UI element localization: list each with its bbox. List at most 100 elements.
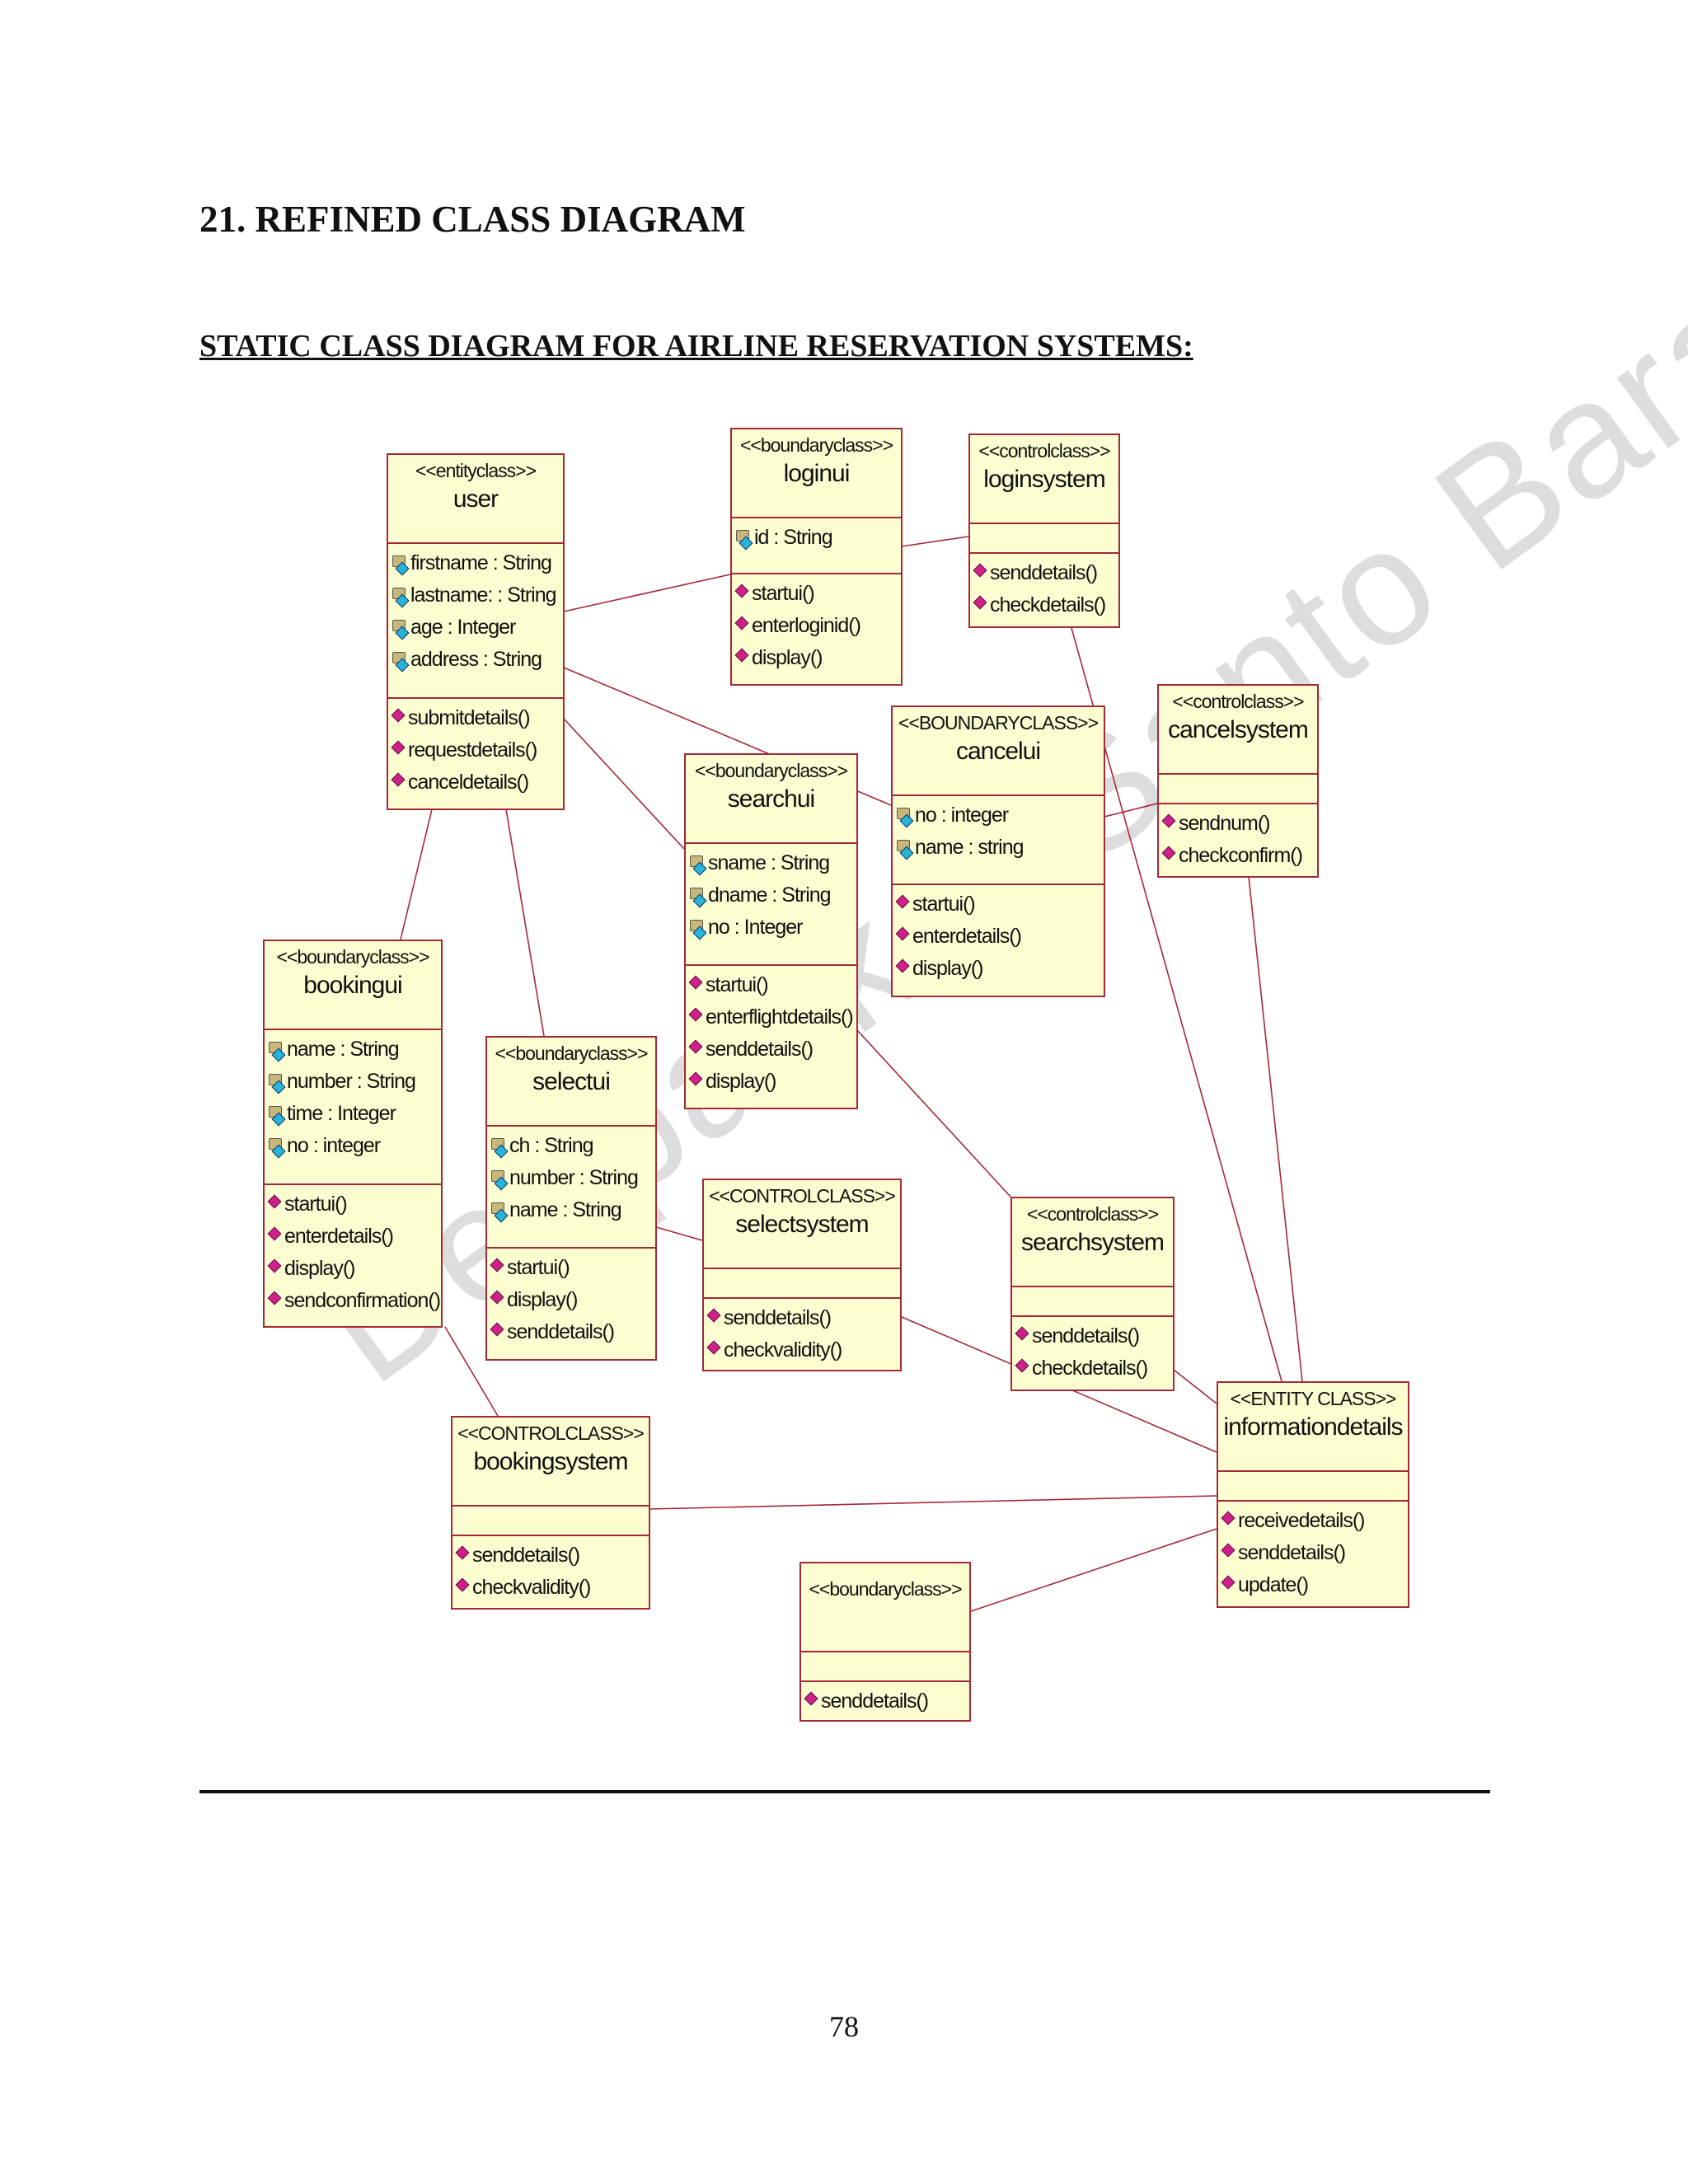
class-stereotype: <<controlclass>> [1172, 691, 1304, 712]
operation: startui() [267, 1188, 438, 1221]
attribute: no : Integer [689, 912, 853, 944]
attributes-section: name : String number : String time : Int… [265, 1030, 441, 1185]
operation: sendconfirmation() [267, 1285, 441, 1317]
public-operation-icon [895, 894, 910, 908]
operations-section: senddetails() checkdetails() [970, 554, 1118, 625]
class-stereotype: <<boundaryclass>> [739, 434, 893, 456]
class-name: cancelsystem [1168, 716, 1309, 743]
assoc-user-loginui [563, 574, 731, 612]
attribute: name : string [896, 832, 1100, 864]
operation: senddetails() [490, 1316, 652, 1348]
operation: checkvalidity() [455, 1572, 645, 1604]
attribute: time : Integer [268, 1098, 438, 1130]
class-user: <<entityclass>> user firstname : String … [387, 453, 565, 810]
public-operation-icon [1221, 1511, 1236, 1525]
public-operation-icon [734, 648, 749, 662]
operation: senddetails() [973, 557, 1115, 589]
class-stereotype: <<controlclass>> [978, 440, 1110, 462]
operation: senddetails() [455, 1540, 645, 1572]
assoc-loginsystem-informationdetails [1071, 627, 1282, 1382]
attribute: age : Integer [392, 612, 560, 644]
class-unnamed-boundary: <<boundaryclass>> senddetails() [799, 1562, 971, 1722]
attribute: name : String [490, 1194, 652, 1226]
operation: startui() [688, 969, 853, 1001]
class-name: bookingui [303, 972, 402, 999]
public-operation-icon [1015, 1358, 1029, 1372]
class-searchsystem: <<controlclass>> searchsystem senddetail… [1010, 1197, 1175, 1391]
class-stereotype: <<BOUNDARYCLASS>> [898, 712, 1099, 733]
private-attribute-icon [735, 528, 753, 550]
operation: requestdetails() [391, 734, 560, 766]
assoc-user-selectui [505, 808, 545, 1037]
public-operation-icon [973, 595, 987, 609]
class-name: informationdetails [1223, 1413, 1403, 1441]
operations-section: senddetails() checkvalidity() [704, 1299, 900, 1370]
private-attribute-icon [490, 1169, 509, 1190]
operation: startui() [895, 888, 1100, 921]
class-stereotype: <<boundaryclass>> [276, 946, 429, 968]
public-operation-icon [688, 1039, 703, 1053]
public-operation-icon [267, 1194, 282, 1208]
operation: sendnum() [1161, 808, 1314, 840]
private-attribute-icon [268, 1137, 286, 1158]
attributes-section [1159, 775, 1317, 804]
operations-section: startui() enterdetails() display() sendc… [265, 1185, 441, 1320]
operation: checkdetails() [973, 589, 1115, 621]
operation: display() [734, 642, 898, 674]
operation: enterloginid() [734, 610, 898, 642]
assoc-searchui-searchsystem [856, 1029, 1011, 1197]
public-operation-icon [734, 583, 749, 598]
public-operation-icon [267, 1258, 282, 1272]
attributes-section [1218, 1472, 1408, 1502]
public-operation-icon [455, 1577, 470, 1591]
attributes-section [801, 1652, 969, 1682]
operations-section: receivedetails() senddetails() update() [1218, 1502, 1408, 1605]
private-attribute-icon [689, 918, 707, 940]
operation: senddetails() [804, 1685, 966, 1718]
private-attribute-icon [490, 1137, 509, 1158]
operation: checkdetails() [1015, 1352, 1170, 1385]
attribute: number : String [490, 1162, 652, 1194]
class-name: user [452, 485, 499, 513]
public-operation-icon [706, 1308, 721, 1322]
attribute: firstname : String [392, 547, 560, 579]
attributes-section [704, 1269, 900, 1299]
private-attribute-icon [392, 650, 410, 672]
attribute: number : String [268, 1066, 438, 1098]
private-attribute-icon [268, 1072, 286, 1094]
class-name: searchsystem [1020, 1229, 1165, 1256]
public-operation-icon [490, 1290, 504, 1304]
attributes-section: sname : String dname : String no : Integ… [686, 844, 856, 966]
public-operation-icon [1221, 1575, 1236, 1589]
public-operation-icon [973, 563, 987, 577]
class-name: selectui [532, 1068, 611, 1095]
public-operation-icon [391, 740, 406, 754]
class-cancelsystem: <<controlclass>> cancelsystem sendnum() … [1157, 684, 1319, 878]
class-searchui: <<boundaryclass>> searchui sname : Strin… [684, 753, 858, 1109]
public-operation-icon [267, 1226, 282, 1240]
public-operation-icon [688, 975, 703, 989]
attribute: dname : String [689, 879, 853, 912]
class-name: searchui [727, 785, 815, 813]
public-operation-icon [706, 1340, 721, 1354]
class-name: cancelui [955, 738, 1041, 765]
operation: senddetails() [688, 1033, 853, 1066]
operations-section: startui() enterdetails() display() [893, 885, 1104, 988]
operations-section: submitdetails() requestdetails() canceld… [388, 699, 563, 802]
page-title: 21. REFINED CLASS DIAGRAM [199, 199, 746, 240]
public-operation-icon [895, 958, 910, 972]
assoc-bookingsystem-informationdetails [649, 1495, 1217, 1510]
class-loginui: <<boundaryclass>> loginui id : String st… [730, 428, 903, 686]
footer-divider [199, 1790, 1490, 1793]
private-attribute-icon [689, 886, 707, 907]
attributes-section: ch : String number : String name : Strin… [487, 1127, 655, 1249]
attribute: no : integer [896, 799, 1100, 832]
attributes-section: id : String [732, 518, 901, 574]
operations-section: startui() enterflightdetails() senddetai… [686, 966, 856, 1101]
class-name: loginui [783, 460, 851, 487]
class-name: selectsystem [735, 1211, 869, 1238]
operations-section: senddetails() checkdetails() [1012, 1317, 1173, 1388]
attribute: no : integer [268, 1130, 438, 1162]
attribute: sname : String [689, 847, 853, 879]
class-stereotype: <<CONTROLCLASS>> [457, 1422, 645, 1444]
